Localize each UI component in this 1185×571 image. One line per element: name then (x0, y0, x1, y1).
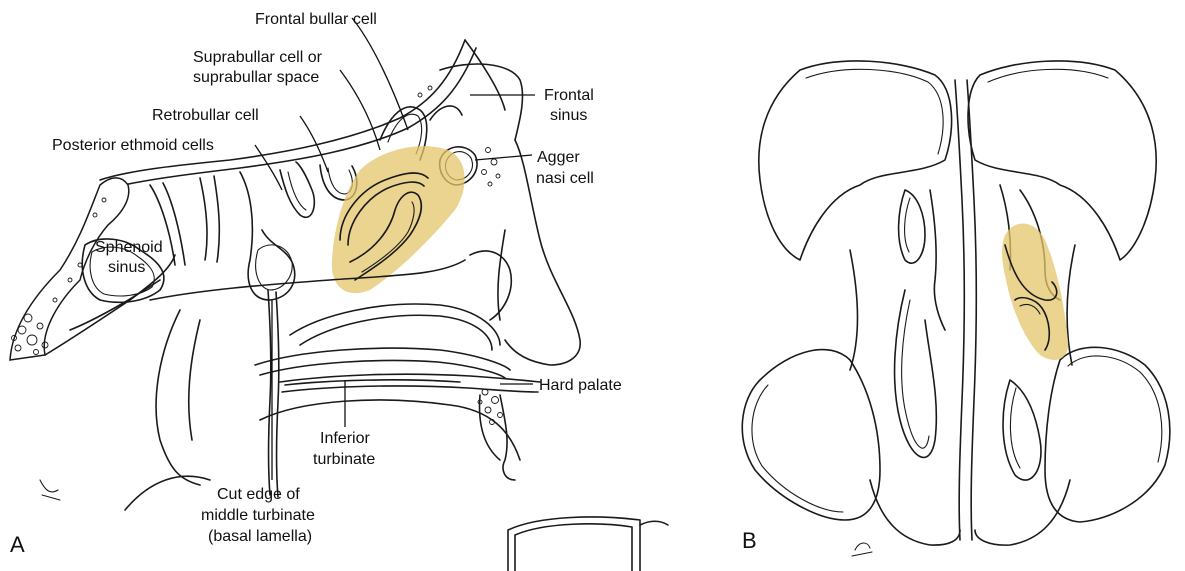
panel-b-drawing (742, 61, 1170, 556)
panel-a-labels: Frontal bullar cell Suprabullar cell or … (10, 11, 622, 557)
label-suprabullar-line1: Suprabullar cell or (193, 49, 323, 66)
highlight-region-a (332, 146, 465, 293)
label-sphenoid-line2: sinus (108, 259, 145, 276)
highlight-region-b (1002, 224, 1068, 360)
label-retrobullar-cell: Retrobullar cell (152, 107, 259, 124)
label-inferior-line2: turbinate (313, 451, 375, 468)
label-suprabullar-line2: suprabullar space (193, 69, 319, 86)
panel-b-letter: B (742, 528, 757, 553)
panel-a-letter: A (10, 532, 25, 557)
label-hard-palate: Hard palate (539, 377, 622, 394)
label-posterior-ethmoid: Posterior ethmoid cells (52, 137, 214, 154)
label-frontal-sinus-line1: Frontal (544, 87, 594, 104)
label-inferior-line1: Inferior (320, 430, 370, 447)
label-sphenoid-line1: Sphenoid (95, 239, 163, 256)
label-cut-edge-line3: (basal lamella) (208, 528, 312, 545)
label-cut-edge-line1: Cut edge of (217, 486, 300, 503)
label-cut-edge-line2: middle turbinate (201, 507, 315, 524)
label-agger-line1: Agger (537, 149, 580, 166)
label-frontal-sinus-line2: sinus (550, 107, 587, 124)
label-agger-line2: nasi cell (536, 170, 594, 187)
label-frontal-bullar-cell: Frontal bullar cell (255, 11, 377, 28)
